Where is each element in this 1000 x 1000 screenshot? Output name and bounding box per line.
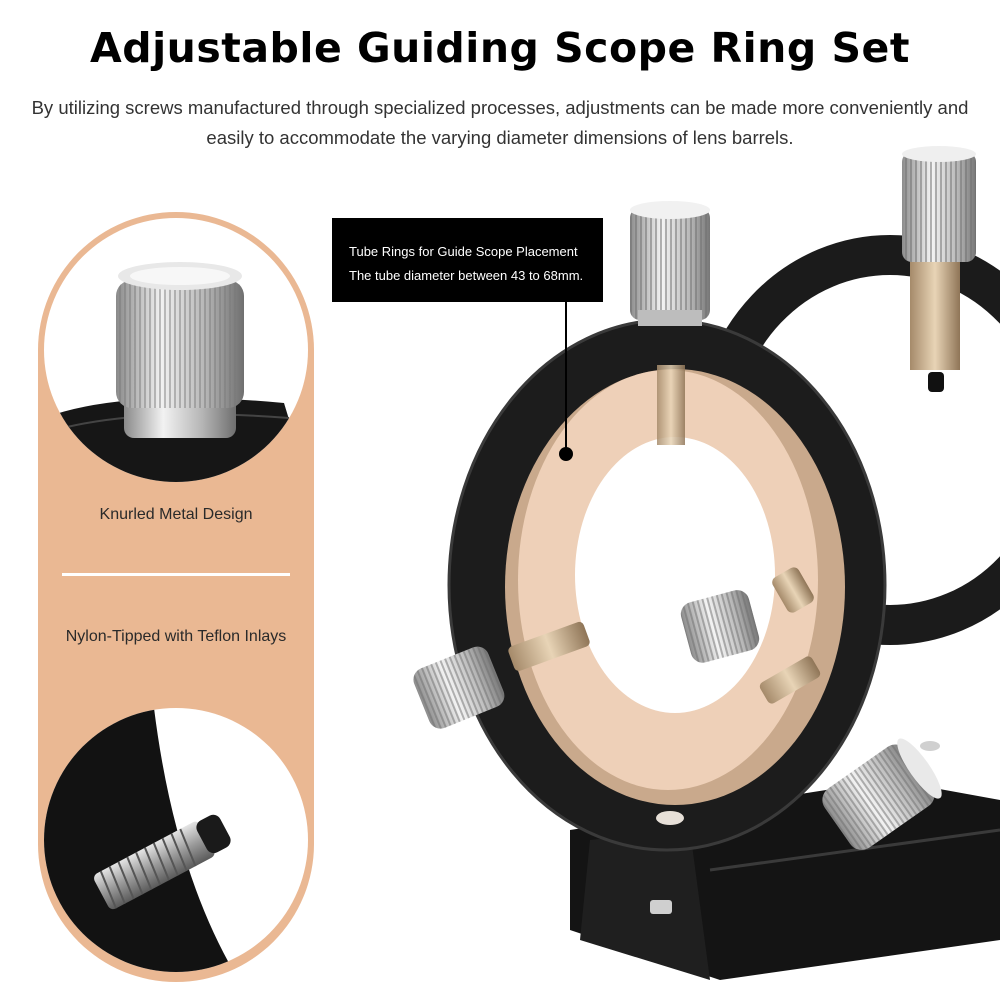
feature-image-nylon xyxy=(44,708,308,972)
feature-divider xyxy=(62,573,290,576)
nylon-tipped-screw-icon xyxy=(44,708,234,972)
feature-label-knurled: Knurled Metal Design xyxy=(99,506,253,523)
scope-ring-product-image xyxy=(413,146,1000,980)
tube-ring-callout: Tube Rings for Guide Scope Placement The… xyxy=(332,218,603,302)
page-description: By utilizing screws manufactured through… xyxy=(31,97,969,148)
feature-image-knurled xyxy=(44,218,308,482)
feature-label-nylon: Nylon-Tipped with Teflon Inlays xyxy=(65,628,287,645)
page-title: Adjustable Guiding Scope Ring Set xyxy=(90,24,910,72)
knurled-knob-icon xyxy=(44,262,308,482)
callout-line-1: Tube Rings for Guide Scope Placement xyxy=(349,244,578,259)
features-panel: Knurled Metal Design Nylon-Tipped with T… xyxy=(38,212,314,982)
callout-line-2: The tube diameter between 43 to 68mm. xyxy=(349,268,584,283)
